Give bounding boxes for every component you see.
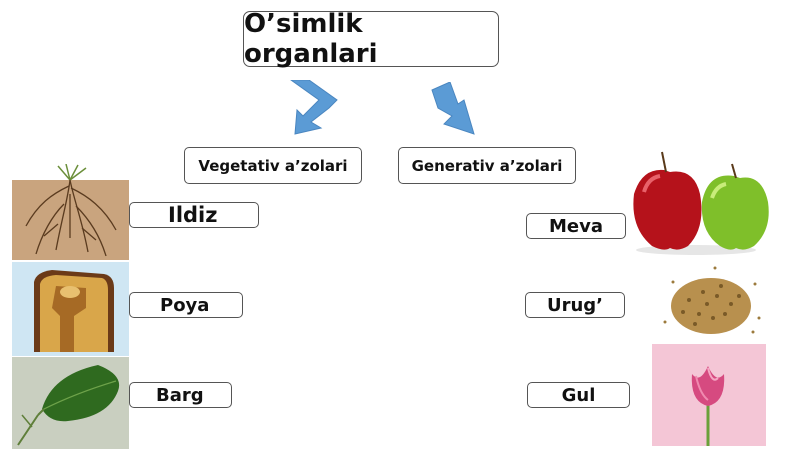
leaf-icon [12,357,129,449]
generative-branch-box: Generativ a’zolari [398,147,576,184]
arrow-down-icon [290,80,338,135]
seeds-icon [663,266,761,334]
organ-label-gul: Gul [527,382,630,408]
organ-label-barg: Barg [129,382,232,408]
arrow-down-icon [431,82,475,135]
root-icon [12,164,129,260]
stem-icon [12,262,129,356]
organ-label-poya: Poya [129,292,243,318]
vegetative-branch-box: Vegetativ a’zolari [184,147,362,184]
diagram-title: O’simlik organlari [243,9,499,69]
organ-label-meva: Meva [526,213,626,239]
tulip-icon [652,344,766,446]
organ-label-urug: Urug’ [525,292,625,318]
organ-label-ildiz: Ildiz [129,202,259,228]
apple-icon [633,151,769,255]
